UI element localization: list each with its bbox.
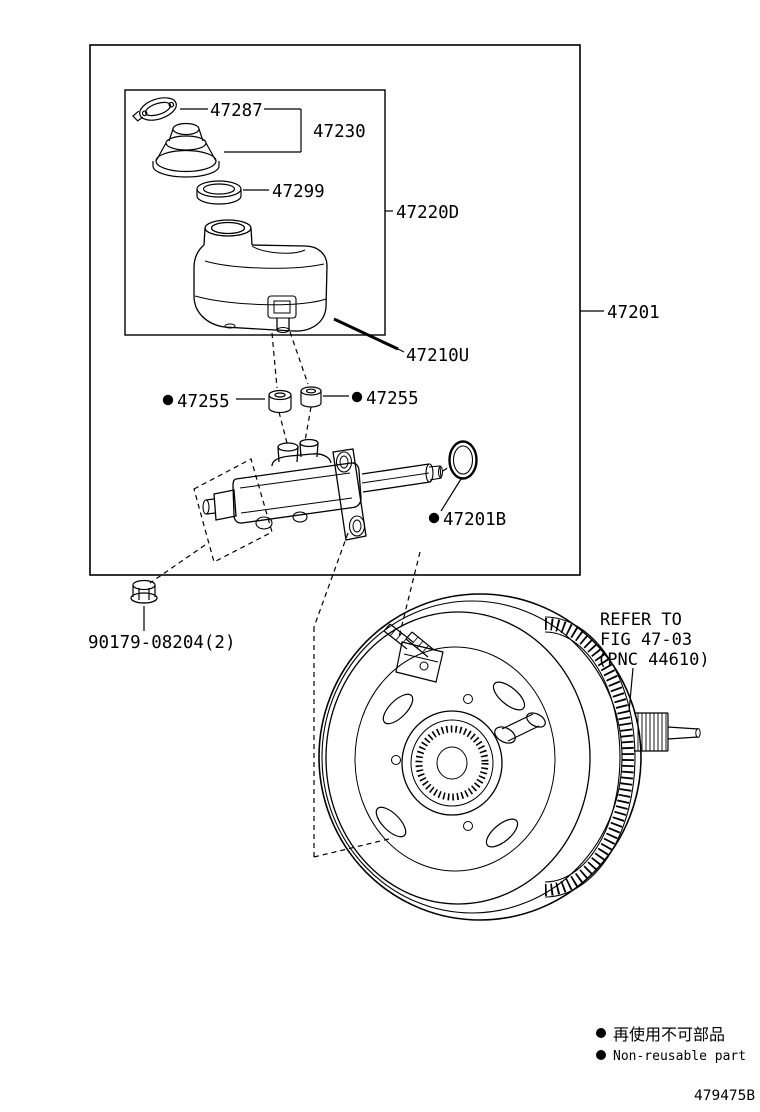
part-label-47201: 47201 bbox=[607, 303, 660, 323]
refer-note-line1: REFER TO bbox=[600, 610, 682, 630]
non-reusable-dot-icon bbox=[596, 1050, 606, 1060]
vacuum-port bbox=[494, 712, 546, 744]
ring-47299-drawing bbox=[196, 180, 242, 205]
gasket-47287-drawing bbox=[132, 97, 177, 122]
non-reusable-dot-icon bbox=[596, 1028, 606, 1038]
non-reusable-dot-icon bbox=[351, 391, 363, 403]
legend-non-reusable-en: Non-reusable part bbox=[613, 1049, 746, 1064]
oring-47201b-drawing bbox=[448, 440, 478, 480]
part-label-90179: 90179-08204(2) bbox=[88, 633, 236, 653]
booster-bracket bbox=[383, 623, 444, 683]
non-reusable-dot-icon bbox=[162, 394, 174, 406]
outer-frame bbox=[89, 44, 581, 576]
brake-booster-drawing bbox=[318, 593, 701, 921]
figure-code: 479475B bbox=[694, 1088, 755, 1104]
inner-frame bbox=[124, 89, 386, 336]
part-label-47230: 47230 bbox=[313, 122, 366, 142]
refer-note-line3: (PNC 44610) bbox=[597, 650, 710, 670]
part-label-47210u: 47210U bbox=[406, 346, 469, 366]
part-label-47220d: 47220D bbox=[396, 203, 459, 223]
part-label-47255-left: 47255 bbox=[177, 392, 230, 412]
refer-note-line2: FIG 47-03 bbox=[600, 630, 692, 650]
leader-lines bbox=[143, 108, 634, 713]
part-label-47299: 47299 bbox=[272, 182, 325, 202]
nut-90179-drawing bbox=[130, 579, 158, 604]
pin-47210u-drawing bbox=[333, 317, 405, 353]
master-cylinder-drawing bbox=[202, 438, 443, 541]
part-label-47255-right: 47255 bbox=[366, 389, 419, 409]
legend-non-reusable-jp: 再使用不可部品 bbox=[613, 1025, 725, 1044]
part-label-47287: 47287 bbox=[210, 101, 263, 121]
grommet-right-drawing bbox=[300, 386, 322, 408]
booster-pushrod bbox=[634, 712, 701, 752]
part-label-47201b: 47201B bbox=[443, 510, 506, 530]
non-reusable-dot-icon bbox=[428, 512, 440, 524]
grommet-left-drawing bbox=[268, 389, 292, 414]
reservoir-47220d-drawing bbox=[193, 219, 328, 333]
cap-47230-drawing bbox=[152, 122, 220, 178]
